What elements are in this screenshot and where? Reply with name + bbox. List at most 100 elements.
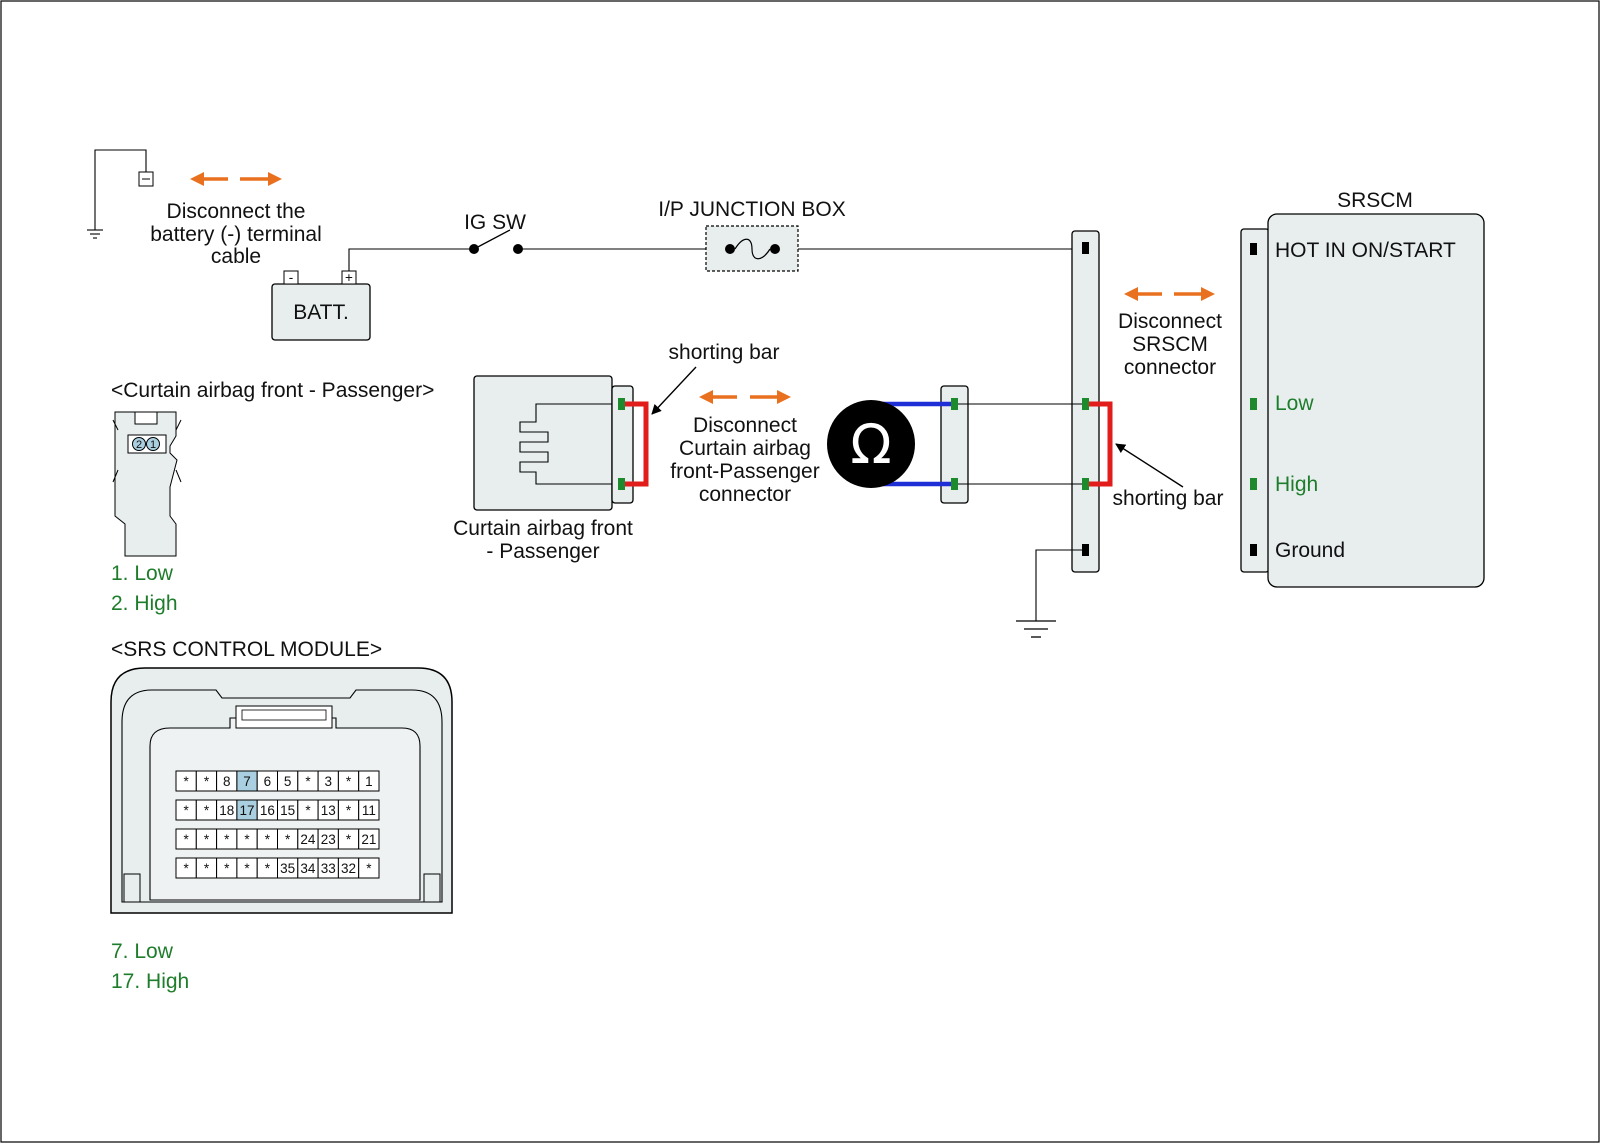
srs-pin-number: * <box>244 861 250 876</box>
srs-pin-number: * <box>204 774 210 789</box>
ohmmeter-symbol: Ω <box>850 413 891 476</box>
srs-pin-cell <box>358 799 380 821</box>
srs-pin-number: 13 <box>321 803 336 818</box>
srs-pin-number: * <box>265 832 271 847</box>
connector-pin-high <box>1082 478 1089 490</box>
srs-pin-legend-2: 17. High <box>111 970 189 993</box>
curtain-section-title: <Curtain airbag front - Passenger> <box>111 379 434 402</box>
srscm-pin-label-high: High <box>1275 473 1318 496</box>
srscm-pin-label-hot: HOT IN ON/START <box>1275 239 1456 262</box>
curtain-pin-high <box>618 478 625 490</box>
srscm-disconnect-arrow <box>1124 287 1215 301</box>
curtain-component-label-2: - Passenger <box>486 540 599 563</box>
battery-disconnect-label-3: cable <box>211 245 261 268</box>
battery-terminal-symbol <box>87 149 154 239</box>
battery-disconnect-label-2: battery (-) terminal <box>150 223 322 246</box>
srscm-pin-low <box>1250 398 1257 410</box>
curtain-disconnect-label-4: connector <box>699 483 791 506</box>
curtain-airbag-symbol <box>519 403 612 485</box>
srs-module-section-title: <SRS CONTROL MODULE> <box>111 638 382 661</box>
srs-pin-number: 1 <box>365 774 373 789</box>
curtain-airbag-connector <box>611 385 634 504</box>
curtain-disconnect-label-2: Curtain airbag <box>679 437 811 460</box>
srs-pin-number: * <box>184 803 190 818</box>
curtain-shorting-bar-pointer <box>651 366 697 415</box>
srs-pin-number: 7 <box>243 774 251 789</box>
curtain-pin-legend-2: 2. High <box>111 592 178 615</box>
curtain-pin-legend-1: 1. Low <box>111 562 174 585</box>
srs-pin-number: * <box>366 861 372 876</box>
srs-pin-number: * <box>305 774 311 789</box>
connector-pin-ground <box>1082 544 1089 556</box>
srscm-pin-label-ground: Ground <box>1275 539 1345 562</box>
srs-pin-number: * <box>204 803 210 818</box>
srs-pin-number: 32 <box>341 861 356 876</box>
meter-connector-pin-low <box>951 398 958 410</box>
srscm-shorting-bar-pointer <box>1115 443 1184 488</box>
srs-pin-number: 33 <box>321 861 336 876</box>
srs-pin-number: * <box>346 774 352 789</box>
junction-box-fuse <box>705 225 799 272</box>
curtain-shorting-bar <box>625 401 649 487</box>
srs-pin-number: * <box>224 832 230 847</box>
srs-pin-number: * <box>346 803 352 818</box>
srs-pin-number: 5 <box>284 774 292 789</box>
srs-pin-number: 3 <box>324 774 332 789</box>
srs-pin-number: * <box>265 861 271 876</box>
battery-disconnect-arrow <box>190 172 282 186</box>
srs-pin-legend-1: 7. Low <box>111 940 174 963</box>
curtain-pin-num-2: 2 <box>136 439 142 451</box>
curtain-pin-num-1: 1 <box>150 439 156 451</box>
srscm-shorting-bar <box>1089 401 1113 487</box>
curtain-connector-face <box>112 411 182 557</box>
srscm-pin-ground <box>1250 544 1257 556</box>
srs-pin-number: * <box>305 803 311 818</box>
junction-box-label: I/P JUNCTION BOX <box>658 198 845 221</box>
curtain-airbag-component <box>473 375 613 511</box>
battery-neg-symbol: - <box>289 270 294 285</box>
ohmmeter <box>827 400 915 488</box>
srs-pin-cell <box>358 857 380 879</box>
srs-pin-number: 11 <box>362 803 376 818</box>
ig-switch <box>469 229 523 254</box>
curtain-disconnect-label-3: front-Passenger <box>670 460 819 483</box>
curtain-disconnect-arrow <box>699 390 791 404</box>
srs-pin-number: 16 <box>260 803 275 818</box>
meter-test-connector <box>940 385 969 504</box>
connector-pin-hot <box>1082 242 1089 254</box>
srs-pin-number: * <box>184 832 190 847</box>
srscm-pin-hot <box>1250 243 1257 255</box>
curtain-shorting-bar-label: shorting bar <box>669 341 780 364</box>
srs-pin-number: 8 <box>223 774 231 789</box>
srs-pin-number: * <box>184 774 190 789</box>
battery-label: BATT. <box>293 301 349 324</box>
battery <box>271 270 371 341</box>
battery-disconnect-label-1: Disconnect the <box>167 200 306 223</box>
srs-pin-number: * <box>224 861 230 876</box>
srscm-disconnect-label-2: SRSCM <box>1132 333 1208 356</box>
srs-pin-cell <box>358 828 380 850</box>
srscm-pin-high <box>1250 478 1257 490</box>
srs-pin-number: 24 <box>300 832 316 847</box>
ig-switch-label: IG SW <box>464 211 526 234</box>
srs-pin-number: 35 <box>280 861 295 876</box>
srs-pin-number: * <box>204 861 210 876</box>
curtain-disconnect-label-1: Disconnect <box>693 414 797 437</box>
meter-connector-pin-high <box>951 478 958 490</box>
power-wire <box>348 248 474 271</box>
srs-pin-number: 21 <box>361 832 376 847</box>
srscm-disconnect-label-1: Disconnect <box>1118 310 1222 333</box>
srs-pin-number: * <box>204 832 210 847</box>
battery-pos-symbol: + <box>345 270 353 285</box>
connector-pin-low <box>1082 398 1089 410</box>
curtain-component-label-1: Curtain airbag front <box>453 517 633 540</box>
srscm-module <box>1267 213 1485 588</box>
srs-pin-cell <box>358 770 380 792</box>
srs-pin-number: 23 <box>321 832 336 847</box>
srs-pin-number: 15 <box>280 803 295 818</box>
srscm-title: SRSCM <box>1337 189 1413 212</box>
srs-pin-number: * <box>346 832 352 847</box>
srscm-disconnect-label-3: connector <box>1124 356 1216 379</box>
